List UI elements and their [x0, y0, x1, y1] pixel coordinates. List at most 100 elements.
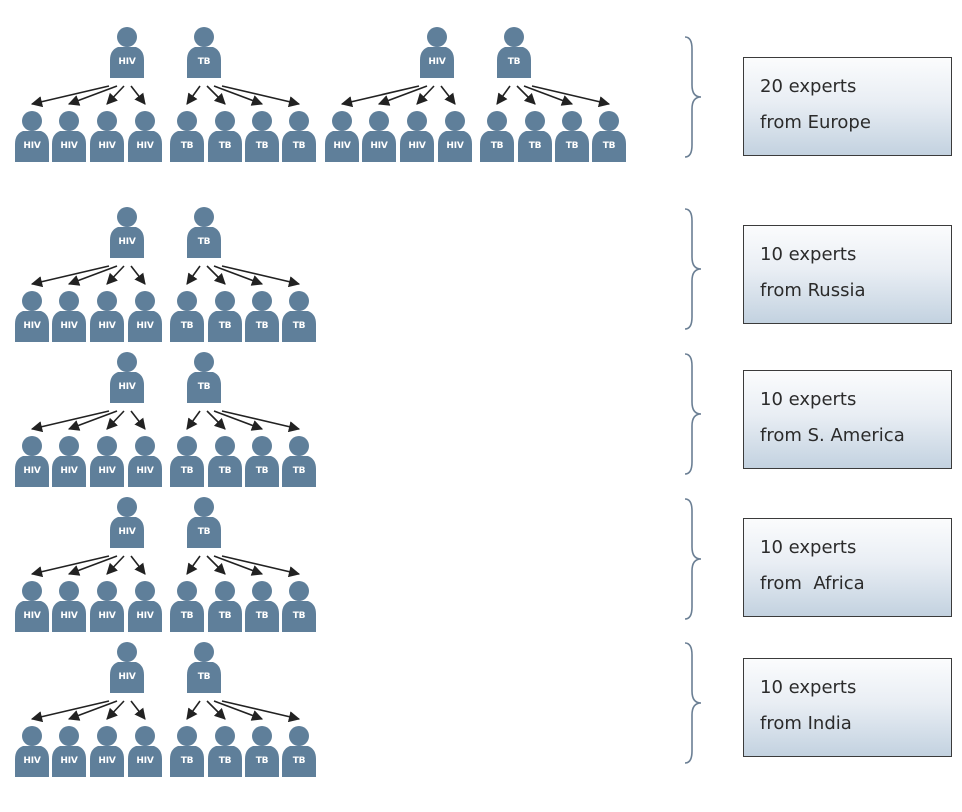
expertise-label: TB [565, 141, 579, 151]
delegation-arrow [221, 700, 301, 723]
person-icon [555, 111, 589, 162]
delegation-arrow [130, 265, 146, 285]
person-icon [208, 726, 242, 777]
expertise-label: HIV [23, 466, 41, 476]
arrow-layer [30, 265, 301, 288]
member-expert: HIV [438, 110, 472, 162]
member-expert: HIV [15, 110, 49, 162]
member-expert: TB [208, 110, 242, 162]
member-expert: TB [592, 110, 626, 162]
delegation-arrow [377, 85, 428, 106]
person-icon [208, 291, 242, 342]
person-icon [170, 581, 204, 632]
person-icon [90, 581, 124, 632]
member-expert: TB [245, 110, 279, 162]
person-icon [90, 436, 124, 487]
member-expert: HIV [15, 580, 49, 632]
region-text: from India [760, 713, 852, 734]
person-icon [245, 581, 279, 632]
member-expert: HIV [52, 290, 86, 342]
delegation-arrow [67, 85, 118, 106]
delegation-arrow [130, 700, 146, 720]
person-icon [15, 291, 49, 342]
delegation-arrow [221, 265, 301, 288]
person-icon [187, 497, 221, 548]
person-icon [128, 291, 162, 342]
person-icon [52, 111, 86, 162]
expertise-label: HIV [118, 382, 136, 392]
member-expert: TB [245, 435, 279, 487]
arrow-layer [30, 410, 301, 433]
expertise-label: HIV [370, 141, 388, 151]
expertise-label: HIV [23, 321, 41, 331]
expert-count-text: 10 experts [760, 389, 857, 410]
expertise-label: TB [180, 466, 194, 476]
region-summary-box: 10 experts from S. America [743, 370, 952, 469]
team-lead-expert: TB [497, 26, 531, 78]
member-expert: HIV [400, 110, 434, 162]
person-icon [362, 111, 396, 162]
person-icon [52, 291, 86, 342]
member-expert: HIV [128, 435, 162, 487]
expertise-label: TB [197, 57, 211, 67]
expertise-label: HIV [60, 756, 78, 766]
delegation-arrow [106, 410, 125, 430]
person-icon [52, 726, 86, 777]
member-expert: HIV [362, 110, 396, 162]
member-expert: HIV [52, 435, 86, 487]
expertise-label: HIV [60, 141, 78, 151]
member-expert: TB [170, 580, 204, 632]
team-lead-expert: HIV [110, 496, 144, 548]
region-text: from S. America [760, 425, 905, 446]
person-icon [128, 726, 162, 777]
member-expert: HIV [90, 725, 124, 777]
person-icon [282, 111, 316, 162]
expertise-label: TB [180, 611, 194, 621]
member-expert: TB [245, 290, 279, 342]
delegation-arrow [213, 85, 264, 106]
delegation-arrow [30, 410, 110, 433]
delegation-arrow [67, 700, 118, 721]
member-expert: HIV [90, 290, 124, 342]
person-icon [15, 436, 49, 487]
member-expert: TB [555, 110, 589, 162]
delegation-arrow [416, 85, 435, 105]
person-icon [245, 726, 279, 777]
person-icon [110, 207, 144, 258]
member-expert: HIV [15, 725, 49, 777]
expertise-label: TB [292, 611, 306, 621]
member-expert: TB [208, 290, 242, 342]
person-icon [325, 111, 359, 162]
member-expert: TB [170, 435, 204, 487]
delegation-arrow [206, 265, 226, 285]
delegation-arrow [523, 85, 574, 106]
expertise-label: TB [255, 466, 269, 476]
expertise-label: HIV [98, 466, 116, 476]
expertise-label: HIV [23, 611, 41, 621]
member-expert: HIV [325, 110, 359, 162]
delegation-arrow [106, 265, 125, 285]
member-expert: HIV [128, 110, 162, 162]
expertise-label: TB [218, 466, 232, 476]
person-icon [282, 291, 316, 342]
person-icon [128, 111, 162, 162]
member-expert: HIV [128, 580, 162, 632]
member-expert: HIV [90, 435, 124, 487]
expertise-label: TB [197, 237, 211, 247]
member-expert: HIV [52, 725, 86, 777]
person-icon [110, 642, 144, 693]
member-expert: TB [282, 725, 316, 777]
delegation-arrow [186, 555, 201, 575]
person-icon [110, 497, 144, 548]
expertise-label: TB [180, 141, 194, 151]
delegation-arrow [221, 410, 301, 433]
delegation-arrow [213, 555, 264, 576]
person-icon [15, 726, 49, 777]
delegation-arrow [186, 700, 201, 720]
expertise-label: TB [255, 756, 269, 766]
